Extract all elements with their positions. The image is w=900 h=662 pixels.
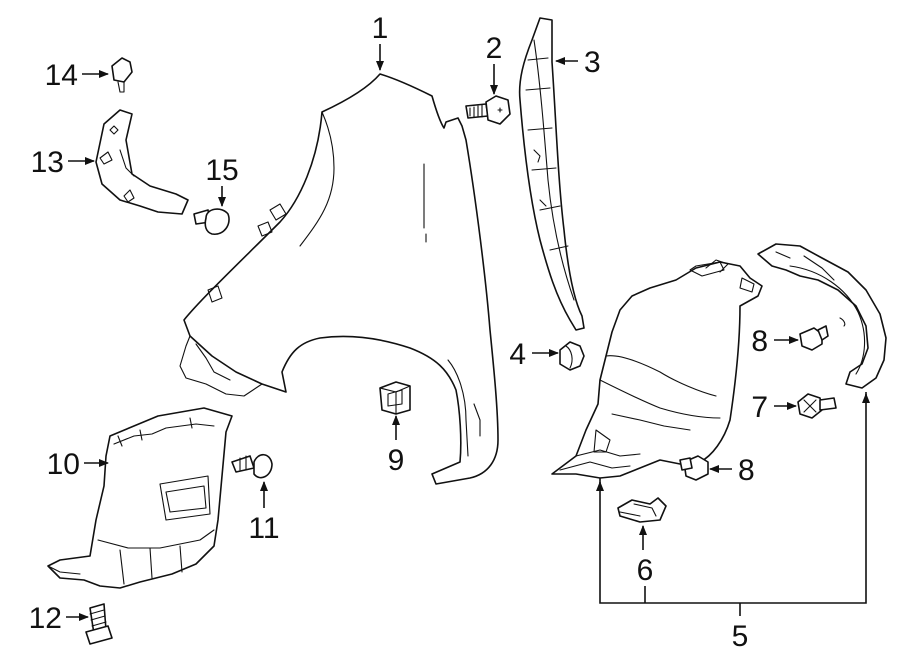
retainer-nut-part: [379, 381, 411, 415]
callout-12: 12: [29, 602, 62, 635]
callout-13: 13: [31, 146, 64, 179]
leader-5: [599, 392, 867, 604]
callout-5: 5: [732, 620, 749, 653]
callout-2: 2: [486, 32, 503, 65]
plug-part: [559, 341, 585, 371]
screw-part: [797, 393, 837, 419]
callout-3: 3: [584, 46, 601, 79]
callout-10: 10: [47, 448, 80, 481]
push-pin-part-upper: [799, 325, 829, 351]
callout-14: 14: [45, 59, 78, 92]
fender-part: [179, 73, 499, 485]
push-pin-part-lower: [679, 455, 709, 481]
callout-1: 1: [372, 12, 389, 45]
splash-shield-part: [47, 407, 233, 589]
seal-part: [518, 17, 585, 331]
bolt-part: [465, 95, 511, 125]
callout-4: 4: [509, 338, 526, 371]
clip-part: [617, 497, 667, 523]
fender-liner-part: [551, 243, 887, 479]
callout-9: 9: [388, 444, 405, 477]
callout-11: 11: [248, 512, 279, 545]
clip-part-small: [111, 57, 133, 93]
leader-lines: [66, 44, 870, 621]
callout-labels: 1 2 3 4 5 6 7 8 8 9 10 11 12 13 14 15: [29, 12, 768, 653]
bracket-part: [95, 109, 189, 215]
bumper-plug-part: [193, 208, 230, 235]
bolt-part-lower: [85, 603, 113, 645]
callout-8-upper: 8: [751, 325, 768, 358]
push-rivet-part: [231, 453, 273, 479]
callout-15: 15: [205, 154, 238, 187]
callout-7: 7: [751, 391, 768, 424]
callout-8-lower: 8: [738, 454, 755, 487]
callout-6: 6: [637, 554, 654, 587]
